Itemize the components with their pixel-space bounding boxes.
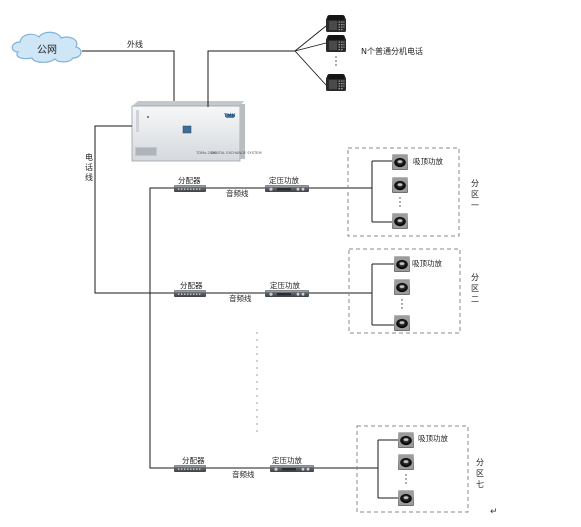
speaker-label: 吸顶功放 bbox=[418, 433, 448, 443]
amplifier-device bbox=[265, 290, 309, 297]
speaker-bus bbox=[371, 263, 394, 326]
ceiling-speaker-icon bbox=[394, 256, 410, 272]
ceiling-speaker-icon bbox=[392, 154, 408, 170]
zone-boundary bbox=[356, 425, 469, 513]
ceiling-speaker-icon bbox=[392, 177, 408, 193]
paragraph-return-mark: ↵ bbox=[490, 507, 498, 517]
amplifier-label: 定压功放 bbox=[272, 455, 302, 465]
phone-line bbox=[94, 125, 174, 294]
extension-line bbox=[207, 50, 295, 107]
zone-label-char: 一 bbox=[471, 201, 479, 210]
ellipsis-dots bbox=[401, 299, 403, 309]
outside-line-label: 外线 bbox=[127, 39, 143, 49]
public-network-cloud bbox=[11, 31, 82, 63]
speaker-bus bbox=[377, 439, 398, 499]
zones-ellipsis-dots bbox=[256, 332, 258, 432]
phone-line-label-char: 话 bbox=[85, 162, 93, 172]
ellipsis-dots bbox=[399, 197, 401, 207]
amplifier-device bbox=[265, 185, 309, 192]
zone-boundary bbox=[347, 147, 460, 237]
amplifier-label: 定压功放 bbox=[269, 175, 299, 185]
ceiling-speaker-icon bbox=[394, 279, 410, 295]
audio-cable-label: 音频线 bbox=[226, 188, 249, 198]
audio-cable-label: 音频线 bbox=[232, 469, 255, 479]
amplifier-device bbox=[270, 465, 314, 472]
ceiling-speaker-icon bbox=[392, 213, 408, 229]
phone-line-label-char: 线 bbox=[85, 172, 93, 182]
distributor-device bbox=[174, 185, 206, 192]
zone-label-char: 七 bbox=[476, 480, 484, 489]
speaker-bus bbox=[371, 160, 392, 223]
pbx-model-label: TDMx-2000 bbox=[195, 151, 217, 155]
phone-icon bbox=[326, 15, 346, 32]
phone-line-label-char: 电 bbox=[85, 152, 93, 162]
phone-icon bbox=[326, 35, 346, 52]
zone-label-char: 分 bbox=[476, 458, 484, 467]
ellipsis-dots bbox=[335, 56, 337, 66]
audio-cable-label: 音频线 bbox=[229, 293, 252, 303]
zone-label-char: 区 bbox=[471, 190, 479, 199]
zone-label-char: 二 bbox=[471, 295, 479, 304]
zone-7: 分配器 音频线 定压功放 吸顶功放 分 区 七 bbox=[174, 425, 484, 513]
speaker-label: 吸顶功放 bbox=[413, 156, 443, 166]
zone-label-char: 分 bbox=[471, 179, 479, 188]
amplifier-label: 定压功放 bbox=[270, 280, 300, 290]
ceiling-speaker-icon bbox=[398, 432, 414, 448]
zone-1: 分配器 音频线 定压功放 吸顶功放 分 区 一 bbox=[174, 147, 479, 237]
audio-backbone-line bbox=[149, 187, 174, 469]
pbx-subtitle-label: DIGITAL EXCHANGE SYSTEM bbox=[211, 151, 262, 155]
distributor-label: 分配器 bbox=[182, 456, 205, 465]
ceiling-speaker-icon bbox=[398, 490, 414, 506]
extension-fan-lines bbox=[294, 25, 327, 86]
phones-label: N个普通分机电话 bbox=[361, 46, 423, 56]
pbx-brand-label: TMN bbox=[224, 113, 236, 119]
distributor-device bbox=[174, 290, 206, 297]
zone-label-char: 区 bbox=[471, 284, 479, 293]
ceiling-speaker-icon bbox=[398, 454, 414, 470]
distributor-label: 分配器 bbox=[178, 176, 201, 185]
zone-label-char: 区 bbox=[476, 469, 484, 478]
ellipsis-dots bbox=[405, 474, 407, 484]
ceiling-speaker-icon bbox=[394, 315, 410, 331]
phone-icon bbox=[326, 74, 346, 91]
trunk-line bbox=[82, 50, 175, 107]
distributor-device bbox=[174, 465, 206, 472]
distributor-label: 分配器 bbox=[180, 281, 203, 290]
pbx-exchange bbox=[131, 101, 245, 162]
zone-label-char: 分 bbox=[471, 273, 479, 282]
speaker-label: 吸顶功放 bbox=[412, 258, 442, 268]
zone-2: 分配器 音频线 定压功放 吸顶功放 分 区 二 bbox=[174, 248, 479, 334]
public-network-label: 公网 bbox=[37, 44, 57, 56]
